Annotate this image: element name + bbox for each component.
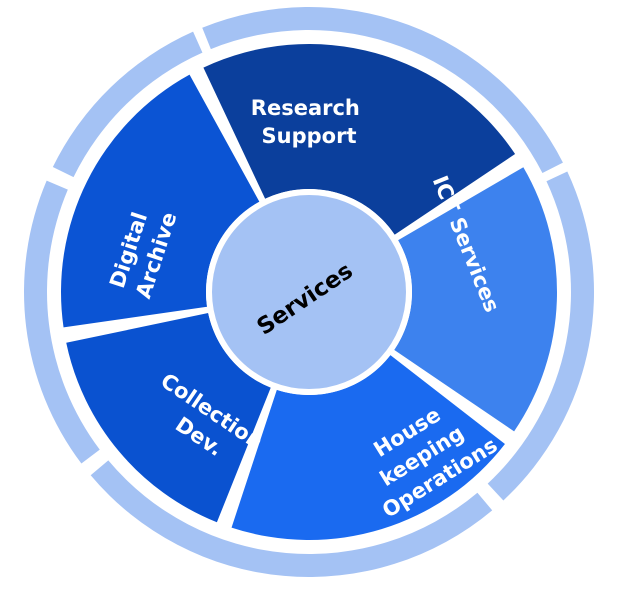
segment-housekeeping-operations-shape: [231, 355, 505, 540]
segment-ict-services: ICT Services: [394, 167, 558, 432]
outer-ring-arc-1: [202, 6, 563, 174]
segment-ict-services-shape: [394, 167, 558, 432]
segment-research-support-line-2: Support: [262, 124, 357, 148]
segment-digital-archive-shape: [61, 74, 260, 328]
segment-research-support-label: Research Support: [251, 96, 367, 148]
outer-ring: [24, 6, 595, 577]
segment-research-support-shape: [203, 44, 516, 235]
segment-collection-dev: Collection Dev.: [66, 313, 271, 523]
segment-research-support: Research Support: [203, 44, 516, 235]
outer-ring-arc-3: [90, 460, 493, 577]
outer-ring-arc-2: [487, 171, 595, 501]
outer-ring-arc-5: [52, 31, 203, 178]
center-hub: [206, 189, 412, 395]
segment-digital-archive: Digital Archive: [61, 74, 260, 328]
outer-ring-arc-4: [24, 180, 100, 464]
segment-research-support-line-1: Research: [251, 96, 360, 120]
segment-collection-dev-shape: [66, 313, 271, 523]
